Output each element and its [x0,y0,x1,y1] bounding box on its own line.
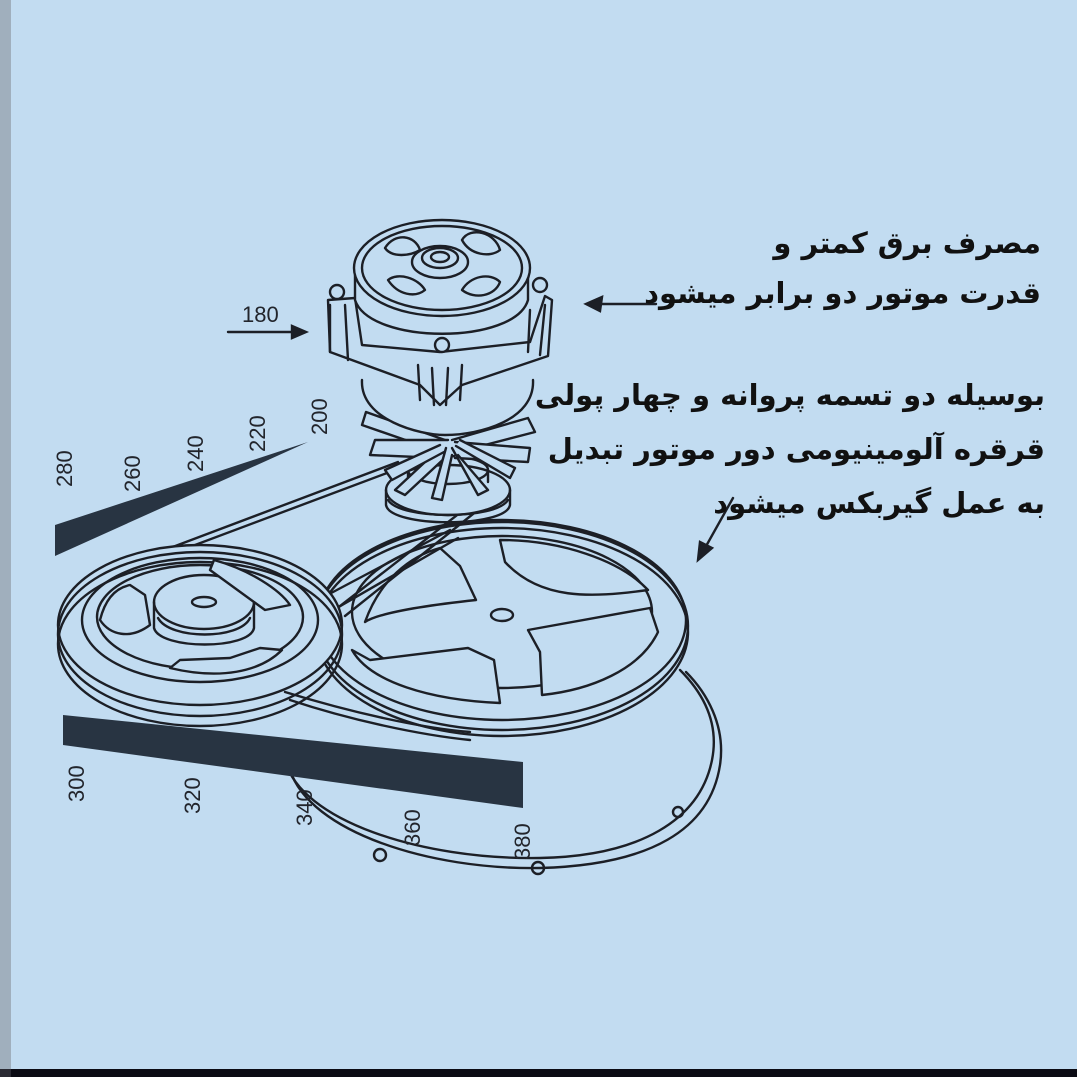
motor-dimension-arrow-icon [226,324,310,340]
gearbox-function-callout: بوسیله دو تسمه پروانه و چهار پولی قرقره … [535,368,1045,530]
callout-line: قدرت موتور دو برابر میشود [644,276,1041,310]
down-left-arrow-icon [696,496,735,563]
fan-blades [360,410,537,502]
lower-scale-wedge [63,715,523,808]
left-edge-strip [0,0,11,1069]
callout-line: قرقره آلومینیومی دور موتور تبدیل [547,432,1045,466]
callout-line: بوسیله دو تسمه پروانه و چهار پولی [534,378,1045,412]
motor [326,218,554,437]
callout-line: مصرف برق کمتر و [773,226,1041,260]
power-efficiency-callout: مصرف برق کمتر و قدرت موتور دو برابر میشو… [644,218,1041,318]
base-feet [372,805,685,876]
bottom-bar-corner [0,1069,11,1077]
motor-bolts [328,276,549,354]
left-arrow-icon [583,295,658,313]
small-pulley [56,543,344,728]
callout-line: به عمل گیربکس میشود [713,486,1045,520]
base-plate [283,668,723,876]
upper-scale-wedge [55,442,308,556]
large-pulley [314,518,690,738]
belt-2 [283,528,472,742]
bottom-bar [0,1069,1077,1077]
